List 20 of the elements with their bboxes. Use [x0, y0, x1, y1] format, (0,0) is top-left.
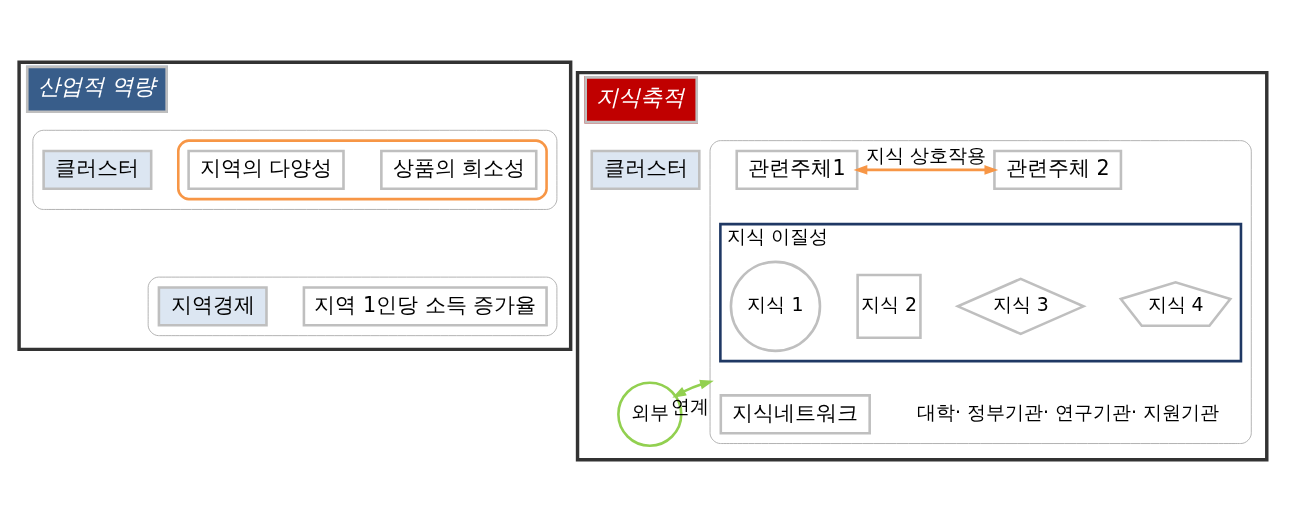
node-circle: 지식 1: [729, 260, 822, 353]
node-box: 지역경제: [157, 286, 268, 327]
node-box: 관련주체1: [735, 149, 859, 191]
arrow: [672, 379, 714, 398]
edge-label: 지식 상호작용: [865, 143, 986, 166]
cluster: [147, 276, 558, 337]
node-label: 대학· 정부기관· 연구기관· 지원기관: [916, 401, 1220, 424]
node-box: 지역의 다양성: [187, 149, 345, 191]
node-box: 상품의 희소성: [380, 149, 538, 191]
node-box: 지식네트워크: [719, 394, 871, 435]
node-box: 클러스터: [42, 149, 153, 191]
cluster: [32, 129, 558, 210]
node-box: 지역 1인당 소득 증가율: [302, 286, 548, 327]
node-box: 지식 2: [856, 273, 922, 340]
cluster: [709, 140, 1252, 444]
node-box: 클러스터: [590, 149, 701, 191]
node-box: 관련주체 2: [993, 149, 1123, 191]
arrow: [853, 165, 999, 175]
cluster: [177, 139, 548, 201]
node-diamond: 지식 3: [954, 277, 1087, 336]
